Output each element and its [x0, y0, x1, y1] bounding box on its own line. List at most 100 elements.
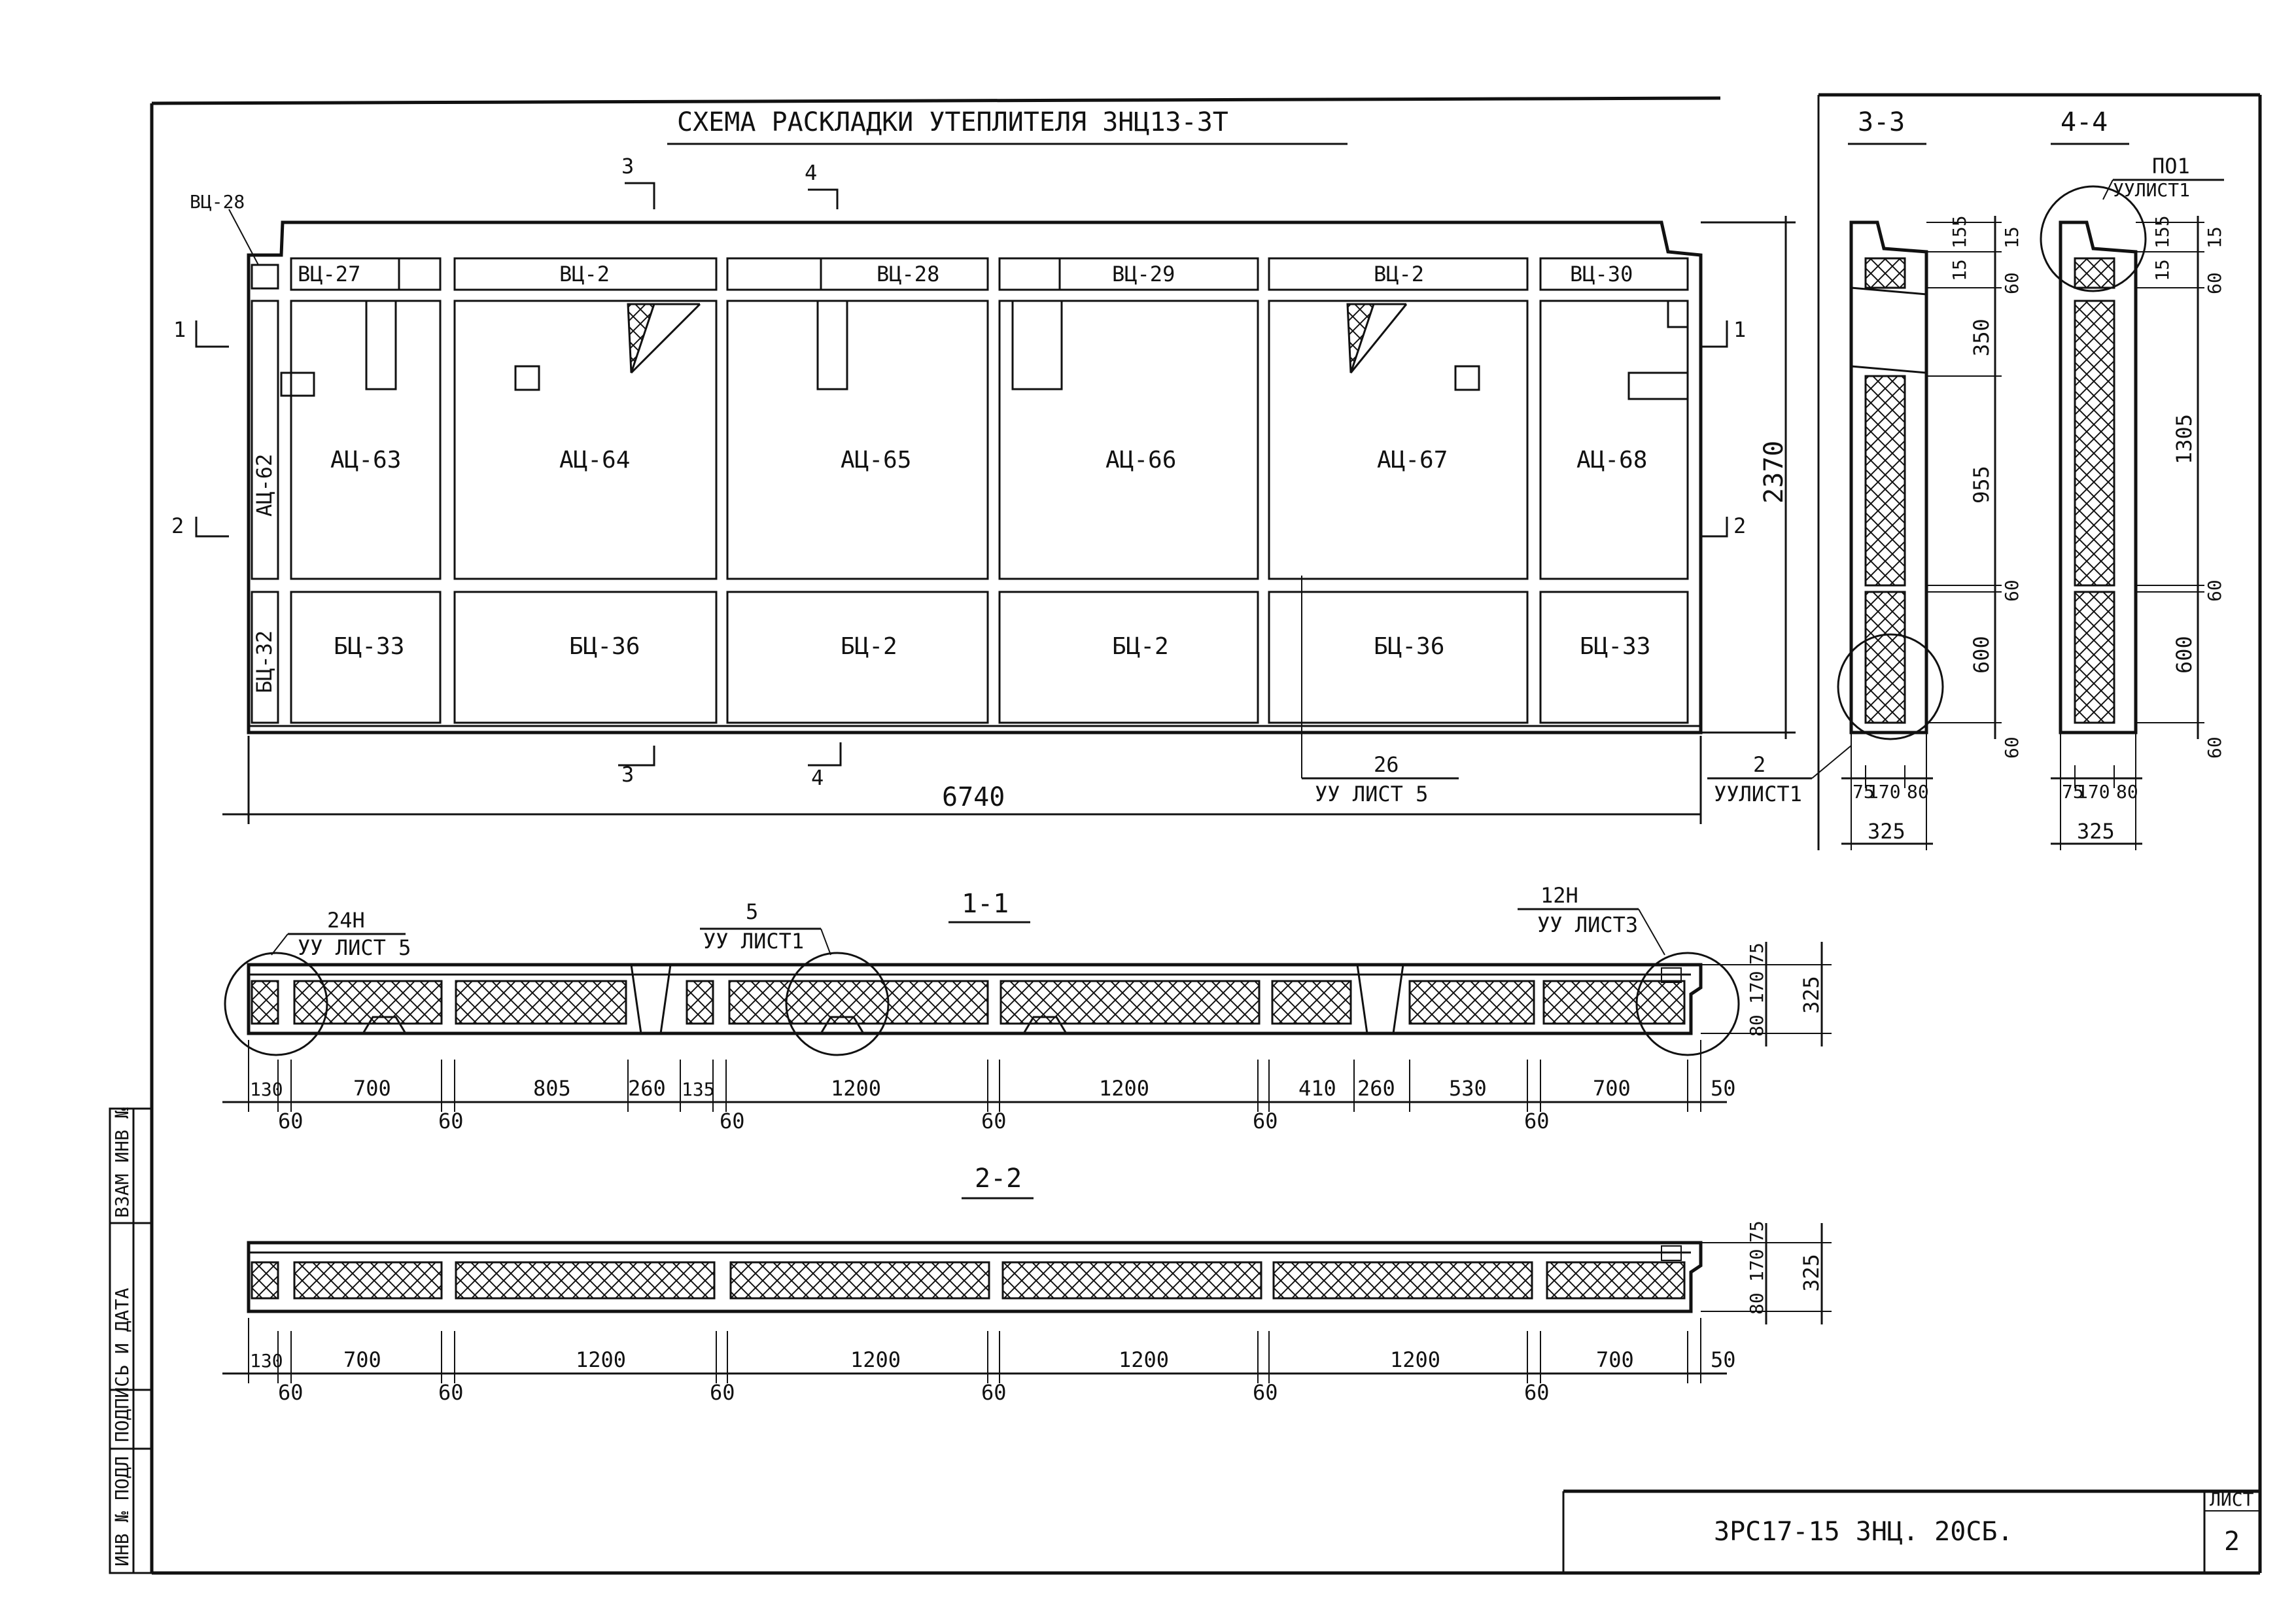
mid-block-1: АЦ-63 — [330, 447, 401, 474]
mark-4-top: 4 — [805, 160, 817, 185]
s33-dim-60c: 60 — [2001, 736, 2023, 759]
s11-dim-1200b: 1200 — [1099, 1076, 1149, 1101]
callout-12-num: 12Н — [1540, 883, 1578, 908]
mid-block-2: АЦ-64 — [559, 447, 630, 474]
s22-dim-700a: 700 — [343, 1347, 381, 1372]
top-block-5: ВЦ-2 — [1374, 262, 1424, 286]
s11-side-170: 170 — [1746, 971, 1767, 1004]
s33-dim-350: 350 — [1969, 319, 1994, 356]
s22-dim-1200d: 1200 — [1390, 1347, 1440, 1372]
section-4-4-title: 4-4 — [2061, 107, 2108, 137]
mark-3-bottom: 3 — [621, 762, 634, 787]
s44-dim-60a: 60 — [2204, 272, 2225, 294]
section-2-2-title: 2-2 — [975, 1164, 1022, 1194]
s11-dim-700a: 700 — [353, 1076, 391, 1101]
top-block-4: ВЦ-29 — [1112, 262, 1175, 286]
s44-dim-1305: 1305 — [2172, 414, 2197, 464]
plan-title: СХЕМА РАСКЛАДКИ УТЕПЛИТЕЛЯ 3НЦ13-3Т — [677, 107, 1228, 137]
callout-26-ref: УУ ЛИСТ 5 — [1315, 782, 1428, 806]
mark-1-right: 1 — [1733, 317, 1746, 342]
s33-dim-15a: 15 — [2001, 226, 2023, 249]
bottom-block-4: БЦ-2 — [1112, 633, 1169, 660]
s11-dim-410: 410 — [1298, 1076, 1336, 1101]
callout-12-ref: УУ ЛИСТ3 — [1537, 912, 1638, 937]
s33-dim-60a: 60 — [2001, 272, 2023, 294]
s33-dim-60b: 60 — [2001, 579, 2023, 602]
s22-dim-130: 130 — [250, 1350, 283, 1372]
callout-26-num: 26 — [1374, 752, 1399, 777]
side-stamp: ИНВ № ПОДЛ ПОДПИСЬ И ДАТА ВЗАМ ИНВ № — [109, 1107, 153, 1574]
sheet-frame — [150, 93, 2262, 1575]
section-3-3: 3-3 155 15 15 60 350 955 60 600 60 75 17… — [1837, 107, 2023, 850]
overall-length: 6740 — [942, 782, 1005, 812]
s22-sixty-1: 60 — [278, 1380, 304, 1405]
s11-dim-1200a: 1200 — [831, 1076, 881, 1101]
title-block: 3РС17-15 3НЦ. 20СБ. ЛИСТ 2 — [1562, 1489, 2260, 1573]
stamp-podpis-data: ПОДПИСЬ И ДАТА — [111, 1288, 133, 1442]
doc-code: 3РС17-15 3НЦ. 20СБ. — [1714, 1517, 2013, 1547]
bottom-block-3: БЦ-2 — [841, 633, 897, 660]
s33-dim-155: 155 — [1949, 215, 1970, 249]
s33-bot-75: 75 — [1852, 781, 1875, 803]
s44-bot-170: 170 — [2077, 781, 2110, 803]
s11-sixty-2: 60 — [438, 1109, 464, 1133]
callout-2-num: 2 — [1753, 752, 1765, 777]
top-block-1: ВЦ-27 — [298, 262, 360, 286]
section-1-1-title: 1-1 — [962, 889, 1009, 919]
s44-dim-155: 155 — [2151, 215, 2173, 249]
s22-sixty-4: 60 — [981, 1380, 1007, 1405]
mark-2-left: 2 — [171, 513, 184, 538]
callout-24-ref: УУ ЛИСТ 5 — [298, 935, 411, 960]
mid-block-3: АЦ-65 — [841, 447, 911, 474]
callout-5-num: 5 — [746, 899, 758, 924]
s11-side-75: 75 — [1746, 942, 1767, 965]
mark-4-bottom: 4 — [811, 765, 824, 790]
s44-width: 325 — [2077, 819, 2115, 844]
s11-side-325: 325 — [1799, 976, 1824, 1014]
callout-101-ref: УУЛИСТ1 — [2113, 179, 2190, 201]
s44-dim-15b: 15 — [2151, 259, 2173, 281]
s11-sixty-4: 60 — [981, 1109, 1007, 1133]
s11-dim-135: 135 — [682, 1079, 715, 1100]
s11-sixty-5: 60 — [1253, 1109, 1278, 1133]
section-3-3-title: 3-3 — [1858, 107, 1905, 137]
s33-dim-600: 600 — [1969, 636, 1994, 674]
s22-dim-1200a: 1200 — [576, 1347, 626, 1372]
section-1-1: 1-1 24Н УУ ЛИСТ 5 5 УУ ЛИСТ1 12Н УУ ЛИСТ… — [222, 883, 1832, 1133]
s44-dim-60b: 60 — [2204, 579, 2225, 602]
left-block-ac62: АЦ-62 — [252, 454, 277, 517]
mid-block-5: АЦ-67 — [1377, 447, 1448, 474]
section-4-4: 4-4 155 15 15 60 1305 60 600 60 75 170 8… — [2040, 107, 2225, 850]
s33-dim-15b: 15 — [1949, 259, 1970, 281]
mid-block-6: АЦ-68 — [1576, 447, 1647, 474]
s22-side-325: 325 — [1799, 1254, 1824, 1292]
top-block-3: ВЦ-28 — [877, 262, 939, 286]
bottom-block-5: БЦ-36 — [1374, 633, 1444, 660]
callout-2-ref: УУЛИСТ1 — [1714, 782, 1802, 806]
mid-block-4: АЦ-66 — [1105, 447, 1176, 474]
s22-dim-50: 50 — [1711, 1347, 1736, 1372]
s11-dim-700b: 700 — [1593, 1076, 1631, 1101]
s22-side-75: 75 — [1746, 1220, 1767, 1243]
s22-side-80: 80 — [1746, 1292, 1767, 1315]
callout-5-ref: УУ ЛИСТ1 — [703, 929, 804, 954]
s22-dim-1200c: 1200 — [1119, 1347, 1169, 1372]
top-block-6: ВЦ-30 — [1570, 262, 1633, 286]
bottom-block-6: БЦ-33 — [1580, 633, 1650, 660]
s22-dim-700b: 700 — [1596, 1347, 1634, 1372]
callout-101-num: ПО1 — [2152, 154, 2190, 179]
s11-dim-260a: 260 — [628, 1076, 666, 1101]
bottom-block-1: БЦ-33 — [334, 633, 404, 660]
s22-sixty-5: 60 — [1253, 1380, 1278, 1405]
s11-dim-130: 130 — [250, 1079, 283, 1100]
s44-dim-600: 600 — [2172, 636, 2197, 674]
overall-height: 2370 — [1759, 441, 1789, 504]
s22-side-170: 170 — [1746, 1249, 1767, 1282]
s33-dim-955: 955 — [1969, 466, 1994, 504]
s22-sixty-3: 60 — [710, 1380, 735, 1405]
s22-sixty-2: 60 — [438, 1380, 464, 1405]
s22-sixty-6: 60 — [1524, 1380, 1550, 1405]
plan-title-group: СХЕМА РАСКЛАДКИ УТЕПЛИТЕЛЯ 3НЦ13-3Т — [667, 107, 1348, 145]
plan-elevation: ВЦ-28 ВЦ-27 ВЦ-2 ВЦ-28 ВЦ-29 ВЦ-2 ВЦ-30 … — [171, 154, 1852, 824]
